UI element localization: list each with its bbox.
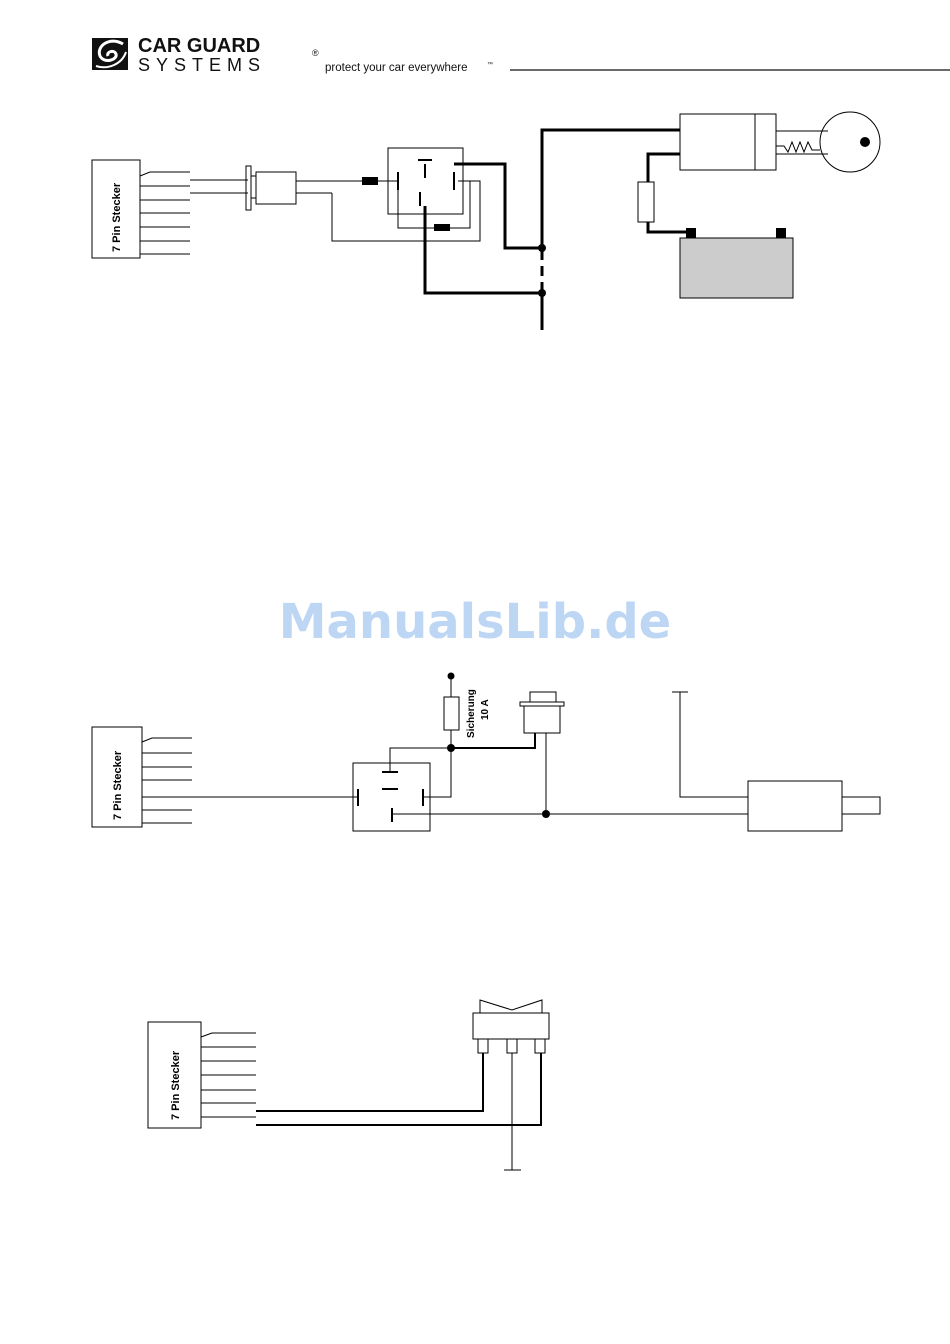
ignition-switch (680, 114, 828, 170)
diagram-1: 7 Pin Stecker (92, 112, 880, 330)
brand-subname: SYSTEMS (138, 55, 266, 75)
swoosh-logo-icon (92, 38, 128, 70)
push-button (520, 692, 564, 733)
diagram-2: 7 Pin Stecker Sicherung 10 A (92, 673, 880, 832)
connector-pins (201, 1033, 256, 1117)
registered-mark: ® (312, 48, 319, 58)
connector-label: 7 Pin Stecker (111, 182, 123, 252)
battery (680, 228, 793, 298)
relay (353, 763, 430, 831)
fuse (444, 697, 459, 730)
connector-label: 7 Pin Stecker (112, 750, 124, 820)
brand-name: CAR GUARD (138, 35, 260, 57)
inline-fuse (362, 177, 378, 185)
diagram-3: 7 Pin Stecker (148, 1000, 549, 1170)
header: CAR GUARD SYSTEMS ® protect your car eve… (92, 35, 950, 75)
fuse-rating-label: 10 A (480, 699, 491, 720)
connector-pins (142, 738, 358, 823)
watermark: ManualsLib.de (279, 594, 671, 650)
connector-label: 7 Pin Stecker (170, 1050, 182, 1120)
actuator (748, 781, 880, 831)
trademark-mark: ™ (487, 61, 493, 68)
fuse-label: Sicherung (466, 689, 477, 738)
tagline: protect your car everywhere (325, 62, 468, 74)
key-icon (820, 112, 880, 172)
fuse (638, 182, 654, 222)
rocker-switch (473, 1000, 549, 1053)
relay (388, 148, 470, 231)
solenoid (246, 166, 296, 210)
connector-pins (140, 172, 190, 254)
